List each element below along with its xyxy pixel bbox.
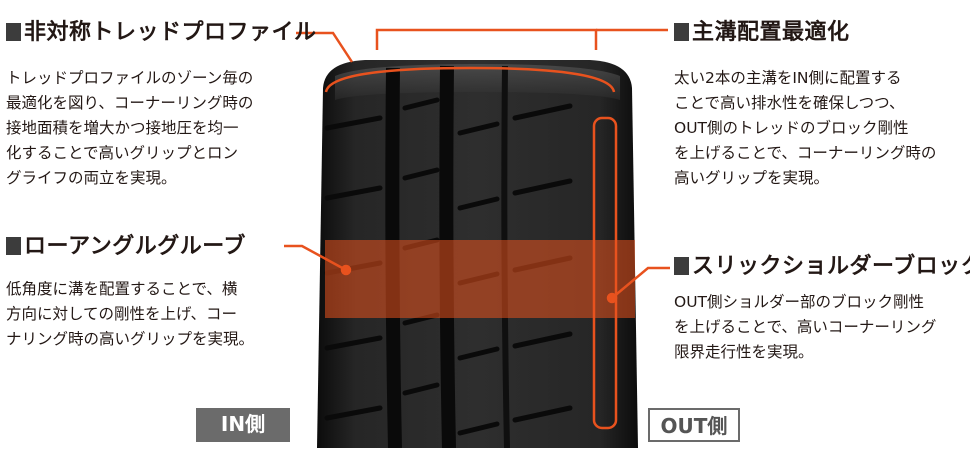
main-groove-bracket — [375, 28, 598, 50]
slick-shoulder-heading: スリックショルダーブロック — [674, 252, 970, 282]
square-bullet-icon — [6, 237, 21, 255]
low-angle-groove-text: 低角度に溝を配置することで、横 方向に対しての剛性を上げ、コー ナリング時の高い… — [6, 280, 255, 348]
square-bullet-icon — [6, 23, 21, 41]
square-bullet-icon — [674, 257, 689, 275]
tire-tread-illustration — [317, 60, 638, 448]
asymmetric-profile-text: トレッドプロファイルのゾーン毎の 最適化を図り、コーナーリング時の 接地面積を増… — [6, 69, 254, 187]
asymmetric-profile-heading: 非対称トレッドプロファイル — [6, 18, 317, 48]
square-bullet-icon — [674, 23, 689, 41]
slick-shoulder-text: OUT側ショルダー部のブロック剛性 を上げることで、高いコーナーリング 限界走行… — [674, 293, 937, 361]
low-angle-groove-heading: ローアングルグルーブ — [6, 232, 246, 262]
out-side-label: OUT側 — [648, 408, 740, 442]
in-side-label: IN側 — [196, 408, 290, 442]
low-angle-groove-highlight — [325, 240, 635, 318]
main-groove-heading: 主溝配置最適化 — [674, 18, 850, 48]
main-groove-text: 太い2本の主溝をIN側に配置する ことで高い排水性を確保しつつ、 OUT側のトレ… — [674, 69, 937, 187]
